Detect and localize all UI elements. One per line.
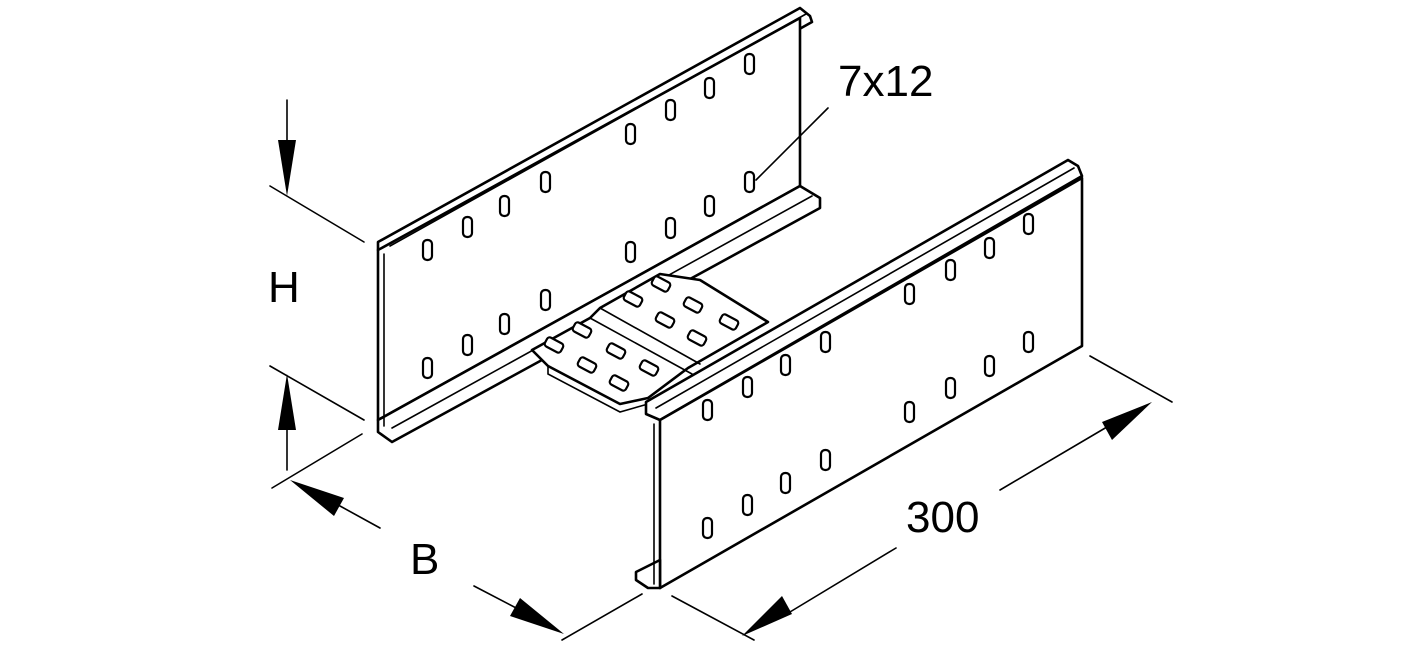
length-dimension <box>671 355 1173 641</box>
hole-size-leader <box>755 107 829 181</box>
width-dimension <box>271 433 643 641</box>
length-label: 300 <box>906 493 979 542</box>
height-dimension <box>269 99 365 471</box>
right-wall-slots <box>701 212 1035 540</box>
coupler-floor-plate <box>530 272 770 413</box>
width-label: B <box>410 535 439 584</box>
hole-size-label: 7x12 <box>838 57 933 106</box>
left-wall-slots <box>421 52 756 380</box>
right-side-wall <box>634 158 1084 590</box>
height-label: H <box>268 263 300 312</box>
plate-holes <box>543 275 740 392</box>
